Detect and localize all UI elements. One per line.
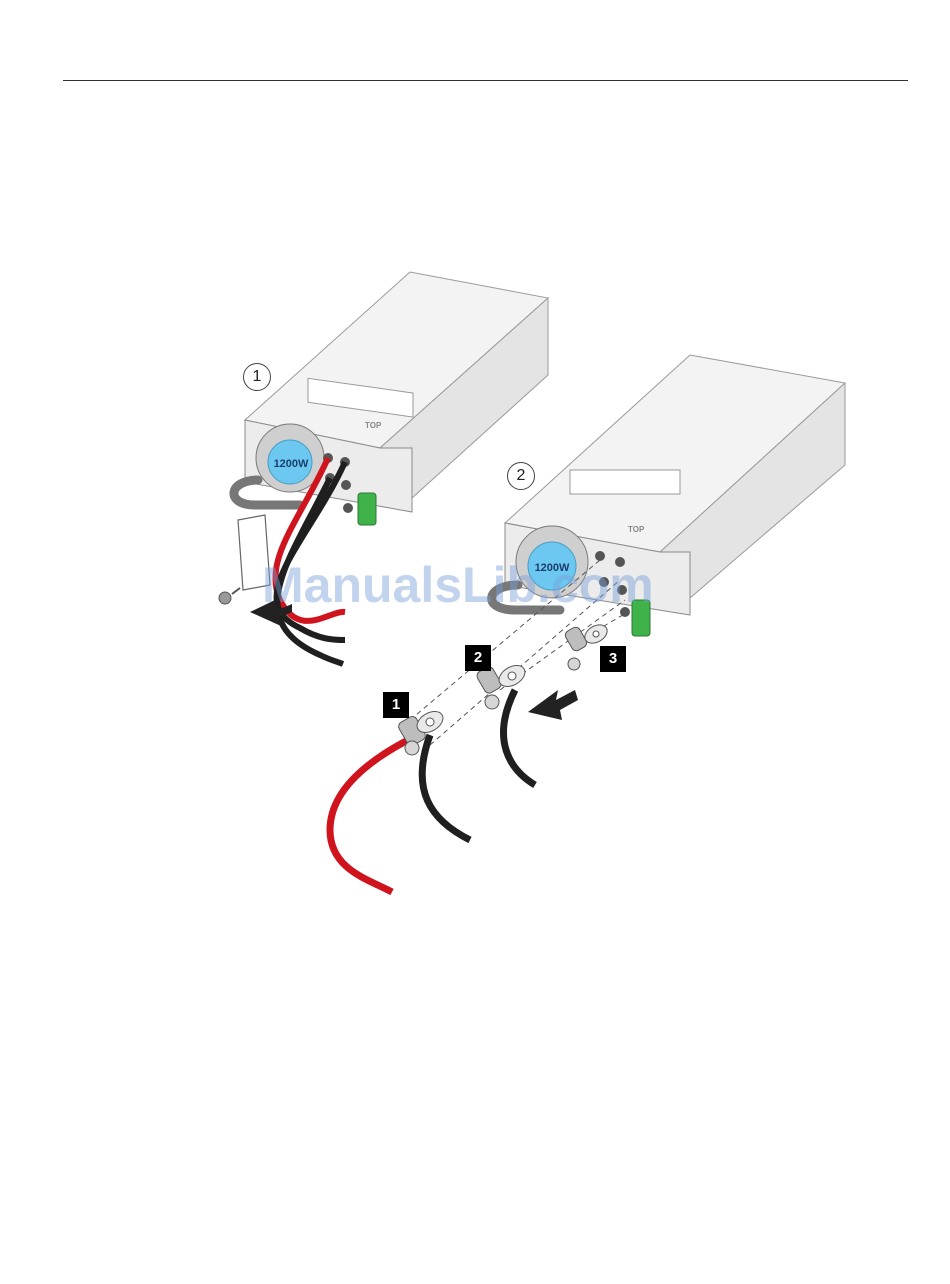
psu-1-wattage-label: 1200W: [274, 458, 309, 470]
step-callout-2: 2: [507, 462, 535, 490]
part-callout-1: 1: [383, 692, 409, 718]
psu-1-top-label: TOP: [365, 421, 382, 430]
psu-2-top-label: TOP: [628, 525, 645, 534]
step-callout-1: 1: [243, 363, 271, 391]
part-callout-2: 2: [465, 645, 491, 671]
part-callout-3: 3: [600, 646, 626, 672]
watermark: ManualsLib.com: [262, 556, 654, 614]
psu-1-latch: [358, 493, 376, 525]
